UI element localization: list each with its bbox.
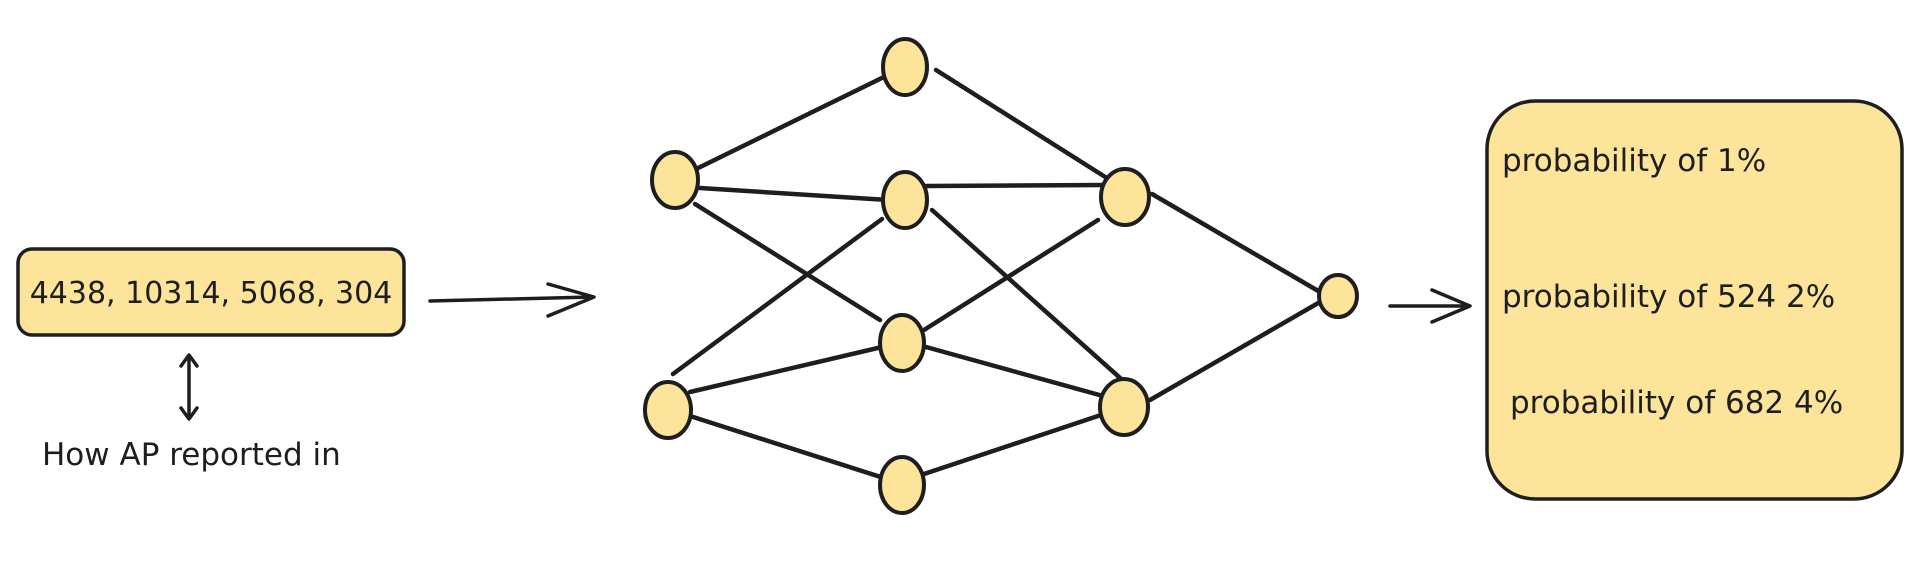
network-nodes <box>643 37 1359 515</box>
edge <box>670 216 885 377</box>
edge <box>921 411 1107 477</box>
input-values-text: 4438, 10314, 5068, 304 <box>30 276 393 311</box>
edge <box>687 413 893 483</box>
hidden-node <box>878 455 926 515</box>
output-line: probability of 682 4% <box>1510 385 1843 421</box>
double-arrow-icon <box>179 353 199 421</box>
edge <box>692 201 883 323</box>
arrow-right-icon <box>1388 288 1472 324</box>
hidden-node <box>878 313 926 373</box>
edge <box>687 344 885 395</box>
input-caption: How AP reported in <box>42 437 341 473</box>
edge <box>933 67 1113 183</box>
network-edges <box>670 67 1323 483</box>
edge <box>923 182 1108 189</box>
input-node <box>650 150 700 210</box>
output-node <box>1317 273 1359 319</box>
hidden-node <box>881 37 929 97</box>
input-node <box>643 380 693 440</box>
output-line: probability of 524 2% <box>1502 279 1835 315</box>
arrow-right-icon <box>428 282 596 318</box>
edge <box>923 344 1106 399</box>
edge <box>921 217 1101 333</box>
hidden-node <box>1099 167 1151 227</box>
edge <box>1147 299 1323 403</box>
hidden-node <box>881 170 929 230</box>
edge <box>929 207 1131 388</box>
input-values-box: 4438, 10314, 5068, 304 <box>16 247 406 337</box>
edge <box>697 185 891 203</box>
edge <box>1149 191 1323 295</box>
hidden-node <box>1098 377 1150 437</box>
output-line: probability of 1% <box>1502 143 1766 179</box>
output-probabilities-box: probability of 1% probability of 524 2% … <box>1485 99 1904 501</box>
edge <box>687 70 895 175</box>
